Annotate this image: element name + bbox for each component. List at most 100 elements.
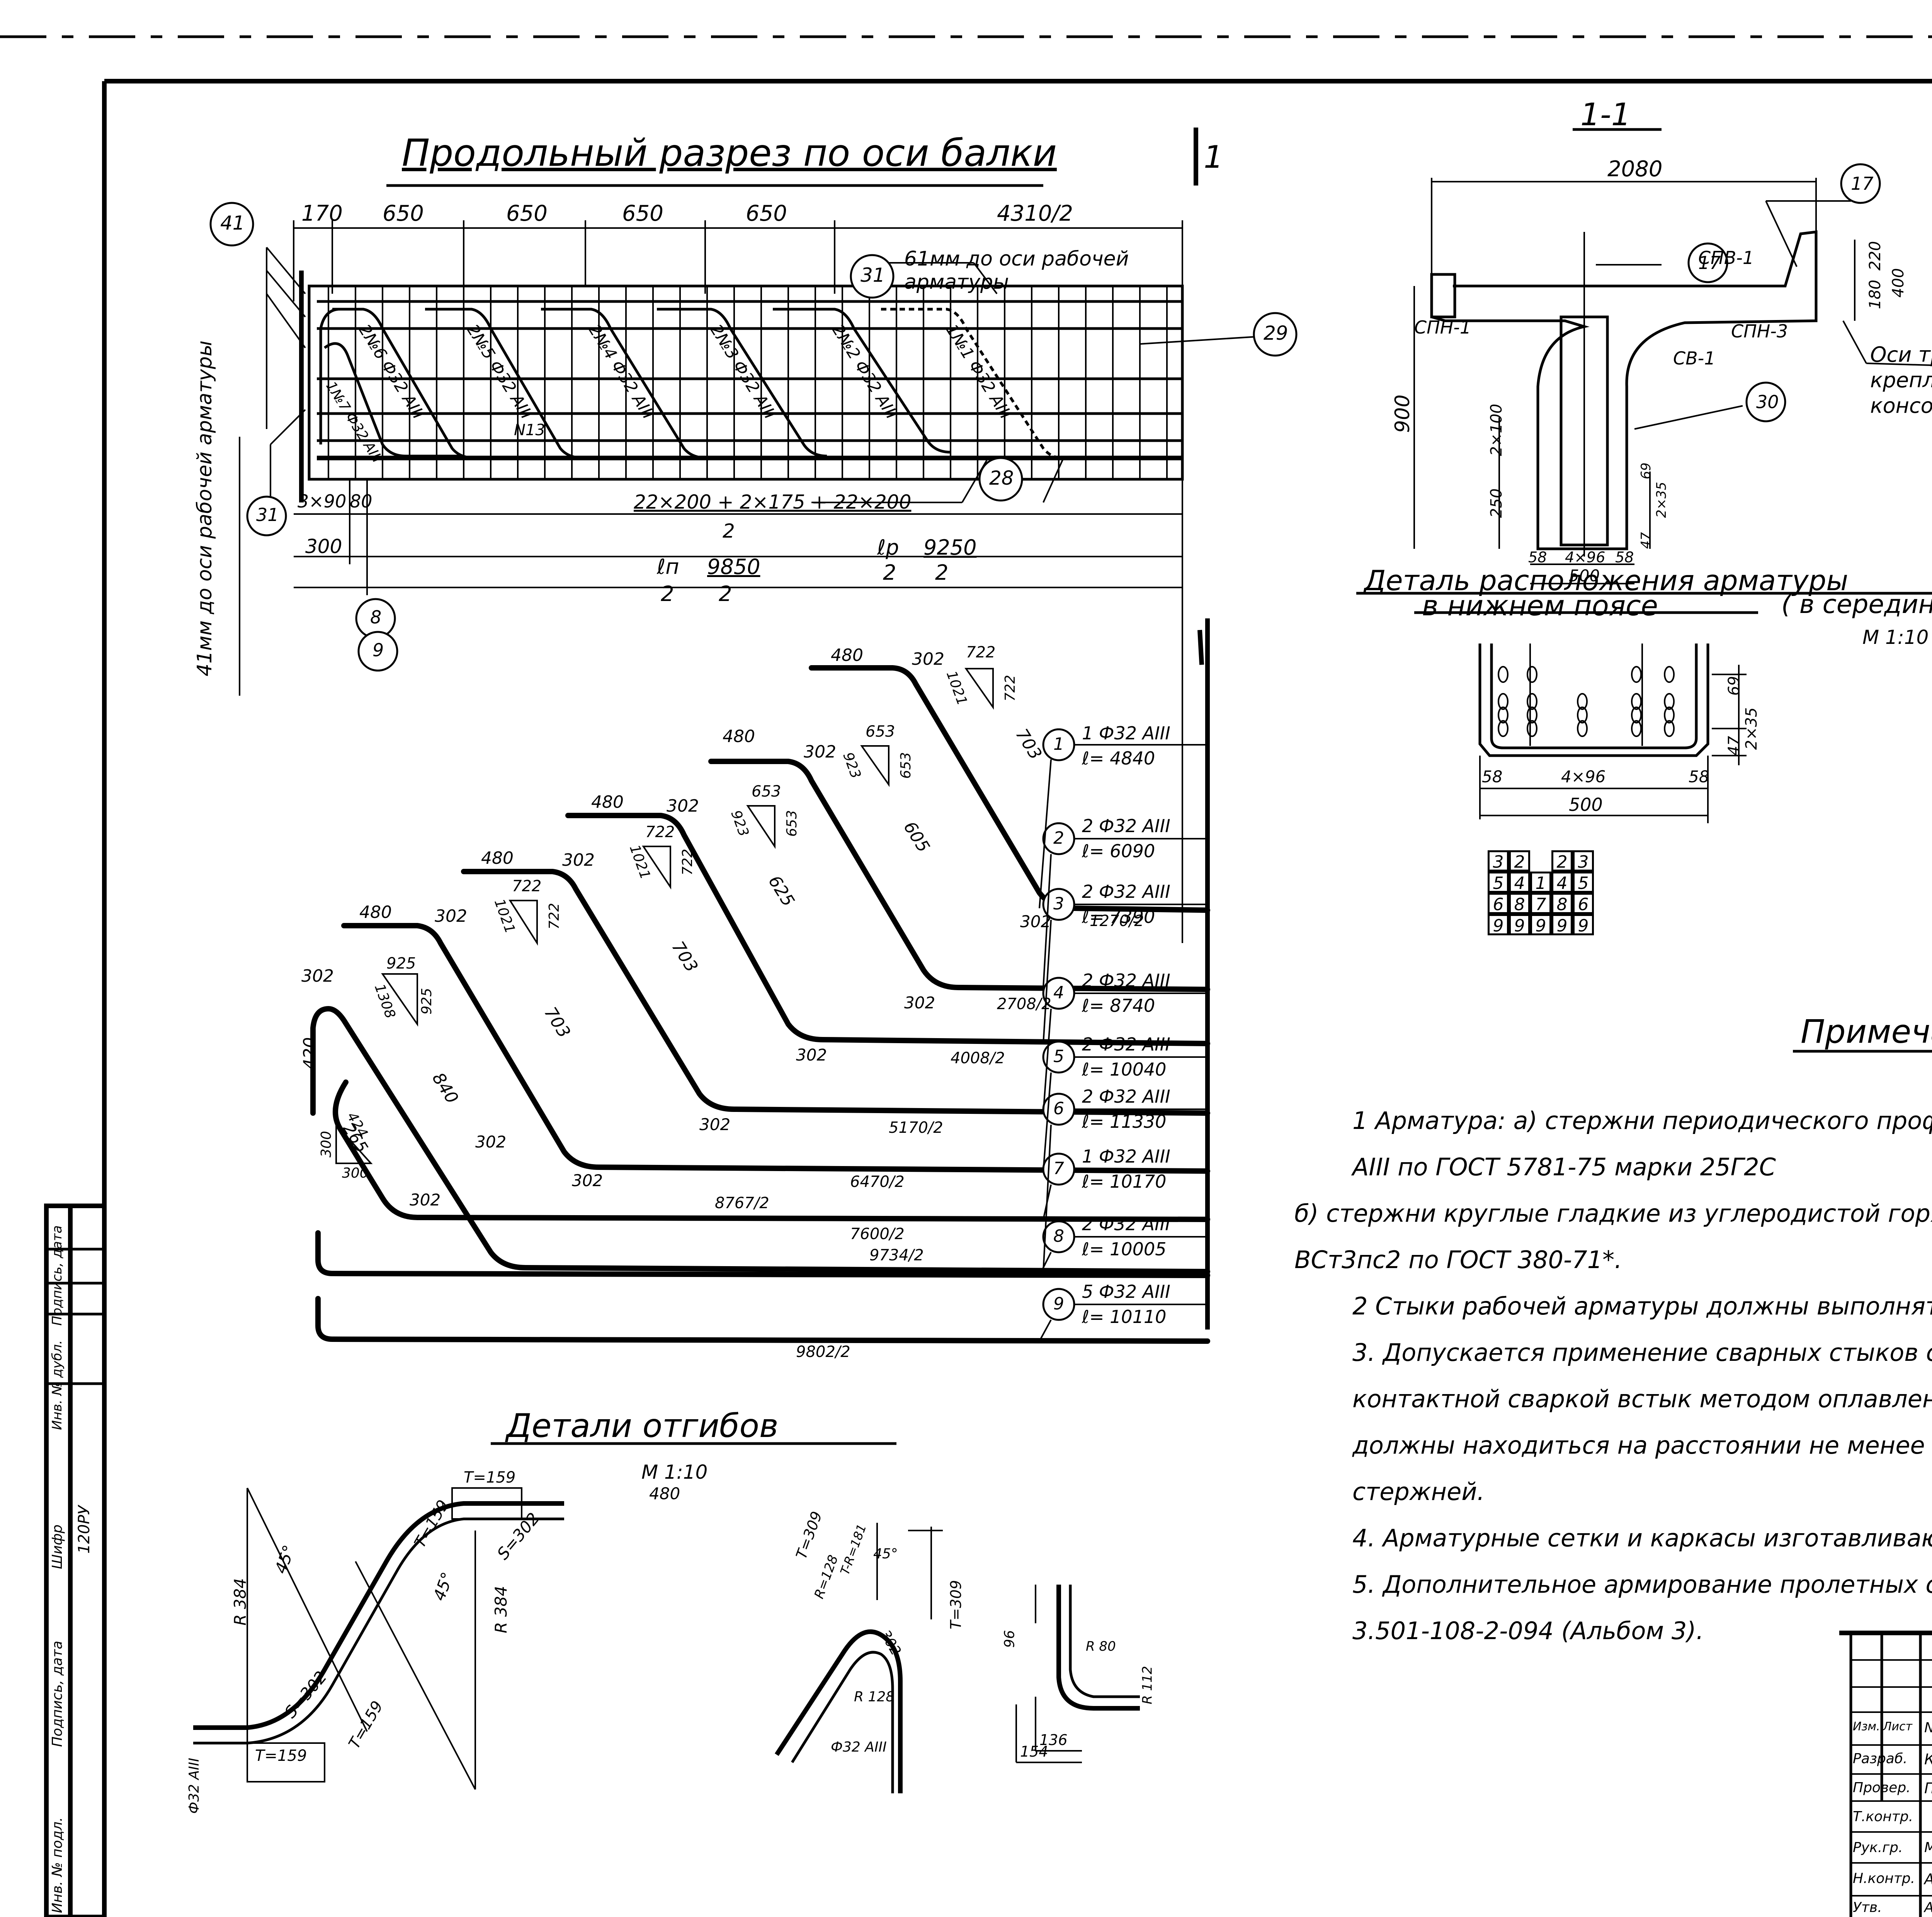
cs-dim-250: 250 (1488, 488, 1505, 518)
cross-section-title: 1-1 (1580, 97, 1631, 133)
bc-dim-500: 500 (1569, 794, 1603, 815)
bar7-tri-bottom: 300 (342, 1165, 369, 1181)
note-5: 5. Дополнительное армирование пролетных … (1352, 1570, 1932, 1645)
bar4-spec: 2 Ф32 АIII (1082, 970, 1170, 991)
cs-dim-180: 180 (1866, 279, 1884, 309)
grid-cell: 5 (1488, 872, 1509, 893)
grid-cell: 6 (1573, 893, 1594, 914)
bend-dia-label: Ф32 АIII (186, 1758, 202, 1814)
col-header-ndoc: N докум. (1924, 1720, 1932, 1736)
bar3-dim-302b: 302 (796, 1045, 827, 1064)
grid-cell: 3 (1488, 850, 1509, 872)
note-3: 3. Допускается применение сварных стыков… (1352, 1338, 1932, 1506)
bar4-dim-302a: 302 (562, 850, 595, 870)
bend-r384-right: R 384 (491, 1586, 510, 1633)
bar5-pos: 5 (1053, 1047, 1064, 1066)
cs-dim-47: 47 (1638, 532, 1654, 549)
grid-cell: 7 (1530, 893, 1551, 914)
cs-dim-58-right: 58 (1615, 549, 1634, 566)
dim-650-d: 650 (746, 201, 787, 226)
role-checker: Провер. (1853, 1780, 1911, 1796)
note-1b: б) стержни круглые гладкие из углеродист… (1294, 1199, 1932, 1274)
bar6-tri-side: 925 (418, 988, 435, 1015)
callout-9-label: 9 (372, 640, 384, 661)
grid-cell: 3 (1573, 850, 1594, 872)
label-spv1: СПВ-1 (1698, 247, 1754, 268)
bar8-length: ℓ= 10005 (1082, 1239, 1167, 1260)
bar2-dim-480: 480 (723, 727, 755, 746)
callout-31-left-label: 31 (256, 504, 279, 525)
callout-9 (357, 631, 398, 672)
bar6-spec: 2 Ф32 АIII (1082, 1086, 1170, 1107)
bend-details-scale: М 1:10 (641, 1461, 708, 1483)
bar5-length: ℓ= 10040 (1082, 1059, 1167, 1080)
grid-cell: 9 (1509, 914, 1530, 936)
bar5-dim-end: 6470/2 (850, 1173, 905, 1191)
grid-cell: 9 (1551, 914, 1573, 936)
role-developer: Разраб. (1853, 1751, 1908, 1767)
grid-cell: 5 (1573, 872, 1594, 893)
cross-section-1-1 (1413, 128, 1932, 584)
bar7-tri-side: 300 (318, 1131, 334, 1158)
cs-dim-4x96: 4×96 (1565, 549, 1605, 566)
grid-cell: 4 (1551, 872, 1573, 893)
hook-t309-b: T=309 (947, 1580, 964, 1629)
dim-650-b: 650 (506, 201, 548, 226)
bar1-dim-302a: 302 (912, 649, 944, 669)
side-inv-podl: Инв. № подл. (49, 1817, 65, 1913)
side-shifr-value: 120РУ (75, 1505, 93, 1554)
l-r80: R 80 (1086, 1639, 1116, 1654)
bar6-dim-302b: 302 (475, 1132, 507, 1151)
bc-dim-4x96: 4×96 (1561, 767, 1606, 786)
bar4-dim-480: 480 (481, 848, 514, 868)
label-spn3: СПН-3 (1731, 321, 1788, 342)
grid-cell-empty (1530, 850, 1551, 872)
bottom-chord-title-suffix: ( в середине пролета) (1781, 589, 1932, 619)
cs-dim-220: 220 (1866, 241, 1884, 271)
grid-cell: 4 (1509, 872, 1530, 893)
note-2: 2 Стыки рабочей арматуры должны выполнят… (1352, 1292, 1932, 1320)
bc-dim-69: 69 (1725, 676, 1743, 696)
bend-t159-top: T=159 (464, 1469, 516, 1486)
bar9-pos: 9 (1053, 1294, 1064, 1314)
grid-cell: 6 (1488, 893, 1509, 914)
dim-300: 300 (305, 535, 342, 558)
callout-31-top (850, 254, 895, 299)
bar6-dim-302a: 302 (301, 966, 334, 986)
bar8-pos: 8 (1053, 1226, 1064, 1246)
note-61mm: 61мм до оси рабочей арматуры (904, 247, 1129, 294)
bar7-dim-302: 302 (410, 1190, 441, 1209)
bar5-tri-top: 722 (512, 877, 542, 895)
grid-cell: 9 (1488, 914, 1509, 936)
bc-dim-58-right: 58 (1689, 767, 1709, 786)
bar4-length: ℓ= 8740 (1082, 995, 1155, 1016)
callout-41-label: 41 (220, 212, 245, 234)
grid-cell: 9 (1573, 914, 1594, 936)
bend-r384-left: R 384 (230, 1578, 250, 1626)
bar8-spec: 2 Ф32 АIII (1082, 1214, 1170, 1234)
callout-31-left (246, 495, 287, 536)
bar5-dim-302a: 302 (435, 906, 467, 926)
bar-position-grid: 3 2 2 3 5 4 1 4 5 6 8 7 8 6 9 9 9 9 9 (1488, 850, 1594, 936)
callout-17-top (1840, 163, 1881, 204)
bar6-pos: 6 (1053, 1099, 1064, 1119)
bar9-dim-end: 9802/2 (796, 1343, 850, 1361)
bar6-tri-top: 925 (386, 955, 416, 972)
bar1-dim-480: 480 (831, 645, 863, 665)
bar8-dim-end: 9734/2 (869, 1246, 924, 1264)
bar5-tri-side: 722 (546, 903, 562, 930)
role-group-lead: Рук.гр. (1853, 1840, 1903, 1856)
bar3-tri-top: 653 (752, 783, 781, 800)
name-developer: Костылева (1924, 1751, 1932, 1768)
section-mark: 1 (1204, 139, 1223, 175)
bar1-pos: 1 (1053, 734, 1064, 754)
bend-480: 480 (649, 1484, 680, 1503)
callout-30-label: 30 (1756, 392, 1779, 412)
bar1-tri-top: 722 (966, 644, 996, 661)
bar1-spec: 1 Ф32 АIII (1082, 723, 1170, 744)
notes-list: 1 Арматура: а) стержни периодического пр… (1294, 1098, 1932, 1654)
bar2-pos: 2 (1053, 828, 1064, 848)
bar7-length: ℓ= 10170 (1082, 1171, 1167, 1192)
col-header-izm: Изм. (1853, 1720, 1880, 1733)
